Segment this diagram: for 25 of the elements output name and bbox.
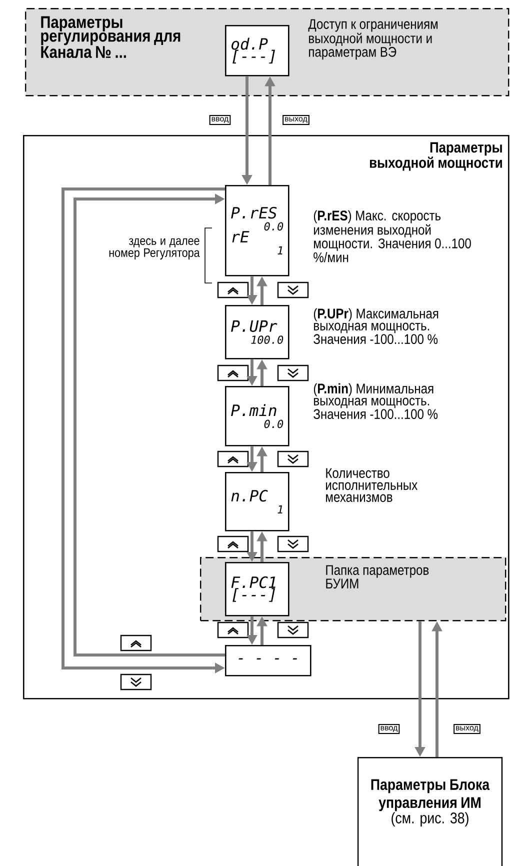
node-label: rE [232, 231, 250, 242]
display-window: F.PC1 [---] [225, 562, 290, 616]
description-text: Количество исполнительных механизмов [326, 468, 418, 502]
node-label: 1 [278, 246, 282, 254]
display-window: od.P [---] [225, 25, 290, 76]
display-window: P.rES 0.0 rE 1 [225, 185, 290, 276]
note-text: здесь и далее номер Регулятора [109, 238, 200, 260]
panel-heading: Параметры выходной мощности [370, 142, 502, 171]
description-text: (P.min) Минимальная выходная мощность. Значения -100...100 % [314, 383, 438, 420]
display-window: P.min 0.0 [225, 386, 290, 446]
display-window: P.UPr 100.0 [225, 305, 290, 360]
description-text: (P.UPr) Максимальная выходная мощность. Значения -100...100 % [314, 308, 438, 344]
edge-label: ввод [378, 724, 400, 734]
node-label: P.rES [231, 206, 277, 219]
block-box: Параметры Блока управления ИМ (см. рис. 38) [357, 757, 503, 866]
description-text: Доступ к ограничениям выходной мощности и параметрам ВЭ [308, 19, 438, 60]
description-text: Папка параметров БУИМ [326, 565, 429, 588]
edge-label: выход [282, 115, 310, 125]
display-window: n.PC 1 [225, 472, 290, 532]
edge-label: ввод [209, 115, 231, 125]
panel-heading: Параметры регулирования для Канала № ... [41, 16, 180, 58]
edge-label: выход [454, 724, 480, 734]
node-label: 0.0 [264, 222, 284, 231]
description-text: (P.rES) Макс. скорость изменения выходной мощности. Значения 0...100 %/мин [314, 210, 471, 262]
display-window: - - - - [225, 645, 312, 676]
